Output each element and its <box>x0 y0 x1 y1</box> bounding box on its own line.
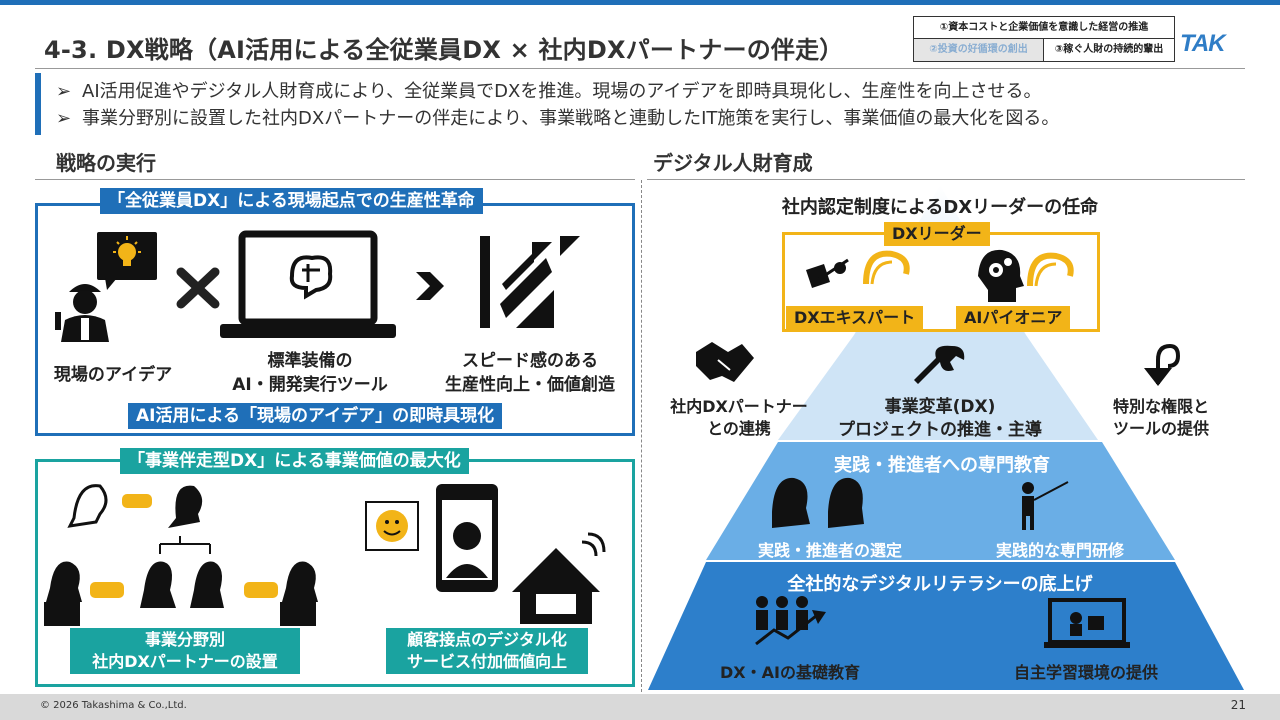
dx-leader-tag: DXリーダー <box>884 222 990 246</box>
productivity-revolution-tag: 「全従業員DX」による現場起点での生産性革命 <box>100 188 483 214</box>
label-basic-education: DX・AIの基礎教育 <box>720 663 860 682</box>
growth-people-icon <box>755 596 826 646</box>
policy-item-2: ②投資の好循環の創出 <box>914 39 1044 61</box>
label-authority-line1: 特別な権限と <box>1112 397 1209 416</box>
speed-growth-icon <box>480 236 580 328</box>
ai-realization-tag: AI活用による「現場のアイデア」の即時具現化 <box>128 403 503 429</box>
partner-setup-line1: 事業分野別 <box>144 630 225 649</box>
training-teacher-icon <box>1022 481 1069 530</box>
label-training: 実践的な専門研修 <box>995 541 1124 560</box>
policy-item-3: ③稼ぐ人財の持続的輩出 <box>1054 44 1164 55</box>
customer-digital-line2: サービス付加価値向上 <box>406 652 567 671</box>
customer-digital-line1: 顧客接点のデジタル化 <box>407 630 567 649</box>
tier2-title: 実践・推進者への専門教育 <box>834 455 1050 476</box>
top-accent-bar <box>0 0 1280 5</box>
label-self-learning: 自主学習環境の提供 <box>1013 663 1158 682</box>
customer-digital-box: 顧客接点のデジタル化 サービス付加価値向上 <box>386 628 588 674</box>
section-underline-left <box>35 179 635 180</box>
label-project-line1: 事業変革(DX) <box>884 397 996 417</box>
section-title-strategy: 戦略の実行 <box>56 151 156 175</box>
bullet-arrow-icon: ➢ <box>56 81 72 102</box>
section-underline-right <box>647 179 1245 180</box>
section-title-hr: デジタル人財育成 <box>653 151 813 175</box>
dx-expert-tag: DXエキスパート <box>786 306 924 330</box>
label-standard-tools-2: AI・開発実行ツール <box>232 375 388 395</box>
bullet-accent-bar <box>35 73 41 135</box>
label-speed-growth-2: 生産性向上・価値創造 <box>445 375 615 395</box>
bullet-arrow-icon: ➢ <box>56 108 72 129</box>
page-title: 4-3. DX戦略（AI活用による全従業員DX × 社内DXパートナーの伴走） <box>44 36 844 64</box>
label-partner-line1: 社内DXパートナー <box>670 397 808 416</box>
page-number: 21 <box>1230 698 1246 712</box>
business-value-tag: 「事業伴走型DX」による事業価値の最大化 <box>120 448 469 474</box>
policy-item-1: ①資本コストと企業価値を意識した経営の推進 <box>914 17 1174 39</box>
partner-setup-line2: 社内DXパートナーの設置 <box>92 652 278 671</box>
bullet-item-1: ➢ AI活用促進やデジタル人財育成により、全従業員でDXを推進。現場のアイデアを即… <box>56 77 1041 103</box>
footer-bar <box>0 694 1280 720</box>
pyramid-title: 社内認定制度によるDXリーダーの任命 <box>781 197 1099 218</box>
laptop-ai-icon <box>220 230 396 338</box>
label-speed-growth-1: スピード感のある <box>462 351 598 371</box>
multiply-icon <box>176 267 220 309</box>
partner-setup-box: 事業分野別 社内DXパートナーの設置 <box>70 628 300 674</box>
label-partner-line2: との連携 <box>707 419 771 438</box>
policy-table: ①資本コストと企業価値を意識した経営の推進 ②投資の好循環の創出 ③稼ぐ人財の持… <box>913 16 1175 62</box>
customer-digital-illustration <box>365 484 606 624</box>
header-divider <box>35 68 1245 69</box>
label-project-line2: プロジェクトの推進・主導 <box>838 420 1042 440</box>
arrow-right-icon <box>416 272 444 300</box>
label-authority-line2: ツールの提供 <box>1112 419 1209 438</box>
ai-pioneer-tag: AIパイオニア <box>956 306 1071 330</box>
bullet-text-1: AI活用促進やデジタル人財育成により、全従業員でDXを推進。現場のアイデアを即時… <box>82 81 1042 102</box>
partner-network-illustration <box>44 484 318 626</box>
bullet-item-2: ➢ 事業分野別に設置した社内DXパートナーの伴走により、事業戦略と連動したIT施策… <box>56 104 1059 130</box>
self-learning-icon <box>1044 598 1130 648</box>
selected-people-icon <box>772 477 864 528</box>
copyright-text: © 2026 Takashima & Co.,Ltd. <box>40 700 187 711</box>
return-arrow-icon <box>1144 343 1181 386</box>
ai-pioneer-icon <box>978 249 1074 302</box>
worker-idea-icon <box>55 232 157 342</box>
company-logo: TAK <box>1180 30 1226 57</box>
tier3-title: 全社的なデジタルリテラシーの底上げ <box>787 574 1093 595</box>
label-field-idea: 現場のアイデア <box>53 365 173 385</box>
label-selection: 実践・推進者の選定 <box>757 541 902 560</box>
talent-pyramid <box>648 185 1244 690</box>
bullet-text-2: 事業分野別に設置した社内DXパートナーの伴走により、事業戦略と連動したIT施策を… <box>82 108 1060 129</box>
handshake-icon <box>696 342 754 382</box>
label-standard-tools-1: 標準装備の <box>267 351 353 371</box>
column-divider <box>641 180 642 692</box>
expert-tools-icon <box>806 250 910 288</box>
wrench-icon <box>914 345 965 384</box>
